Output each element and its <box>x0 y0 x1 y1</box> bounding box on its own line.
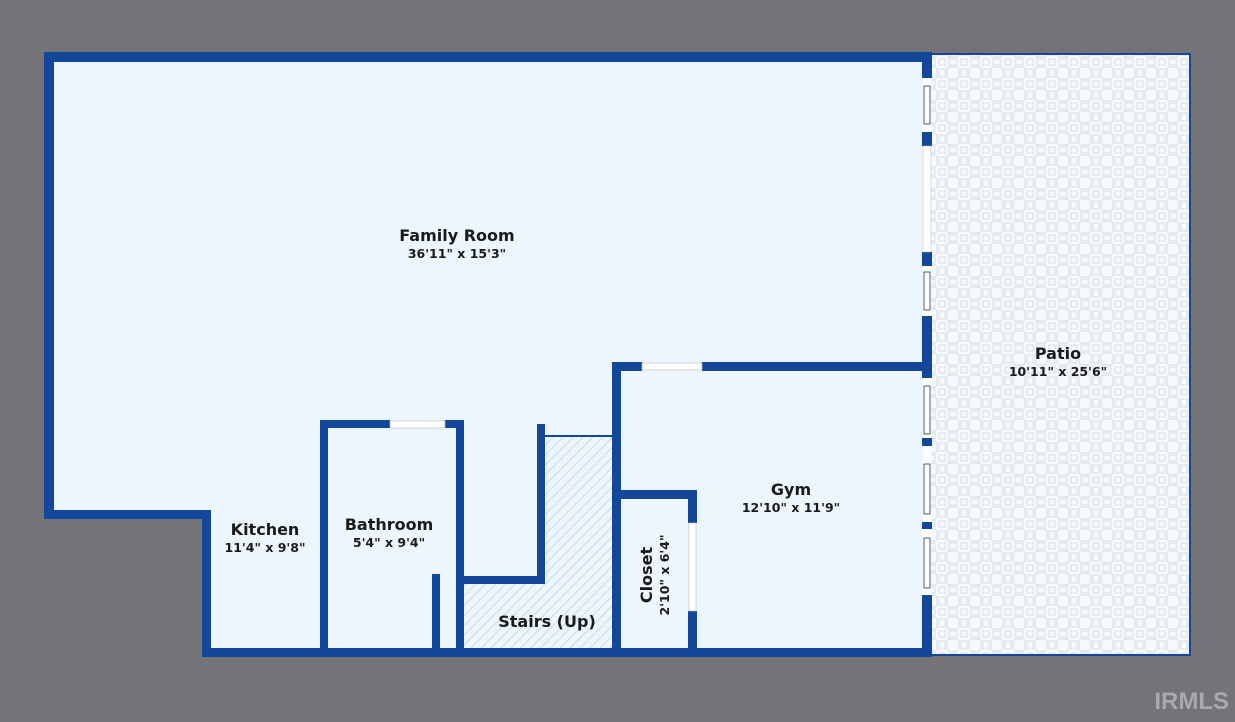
interior-floor <box>49 57 928 652</box>
walls <box>44 52 932 657</box>
watermark-logo: IRMLS <box>1154 688 1229 715</box>
openings <box>389 78 932 612</box>
patio-area <box>927 53 1191 656</box>
